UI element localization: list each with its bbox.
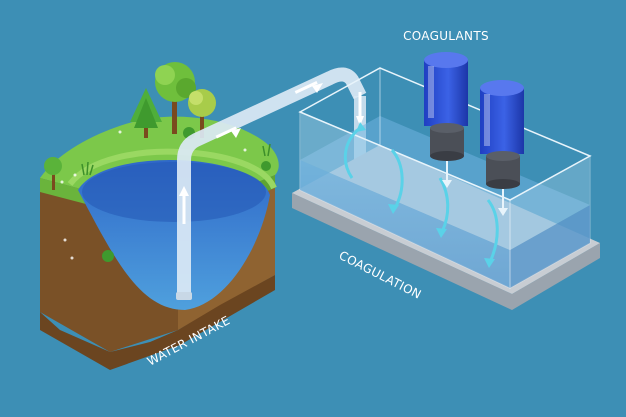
tank-water-side (510, 205, 590, 288)
flow-arrow-icon (179, 81, 364, 224)
tree-icon (188, 89, 216, 138)
coagulant-cylinder-1 (424, 52, 468, 188)
lake-surface (82, 162, 266, 222)
mixing-arrow-heads (356, 122, 495, 268)
island (40, 62, 279, 370)
tree-icon (155, 62, 196, 134)
tank-water-front (300, 160, 510, 288)
coagulants-label: COAGULANTS (403, 29, 489, 43)
tree-icon (44, 157, 62, 190)
flowers (60, 130, 247, 260)
grass-tuft-icon (81, 143, 271, 176)
tank-glass-top (298, 67, 592, 201)
tree-icon (130, 88, 162, 138)
pipe-inlet (176, 292, 192, 300)
soil-bottom (40, 275, 275, 370)
coagulant-cylinder-2 (480, 80, 524, 216)
